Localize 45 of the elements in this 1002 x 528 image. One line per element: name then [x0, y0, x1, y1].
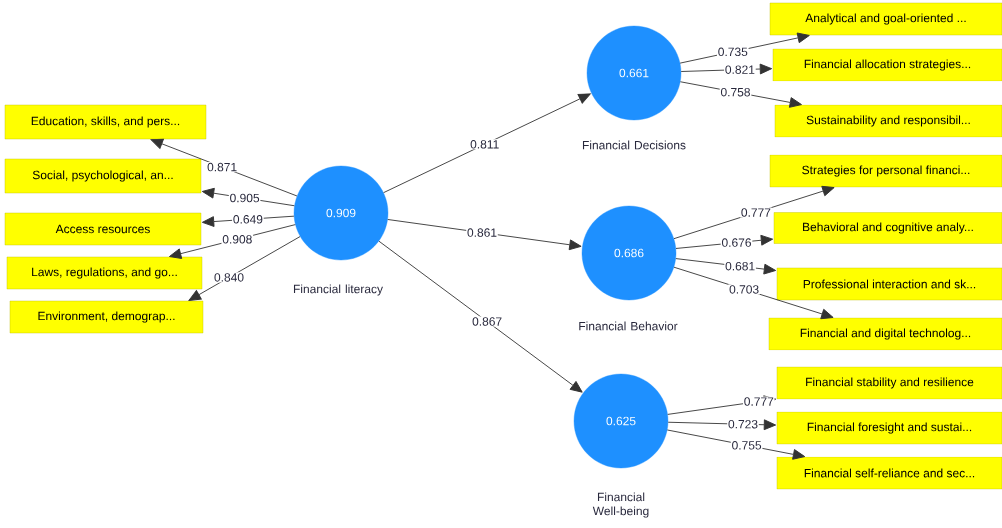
- edge-label: 0.861: [467, 228, 497, 237]
- indicator-box: Laws, regulations, and go...: [6, 256, 203, 290]
- edge-label: 0.735: [718, 47, 748, 57]
- arrow: [673, 266, 834, 320]
- edge-label: 0.676: [721, 238, 751, 247]
- construct-name: Financial Behavior: [579, 321, 678, 331]
- arrow: [387, 219, 582, 251]
- edge-label: 0.821: [725, 65, 755, 74]
- edge-label: 0.758: [720, 87, 750, 97]
- edge-label: 0.703: [729, 285, 759, 294]
- indicator-box: Social, psychological, an...: [4, 158, 202, 194]
- edge-label: 0.649: [233, 215, 263, 224]
- indicator-box: Professional interaction and sk...: [776, 267, 1002, 301]
- indicator-box: Financial allocation strategies...: [772, 48, 1002, 82]
- arrow: [378, 240, 583, 393]
- edge-label: 0.755: [732, 441, 762, 450]
- arrow: [188, 236, 301, 301]
- edge-label: 0.867: [472, 317, 502, 326]
- indicator-box: Financial and digital technolog...: [768, 317, 1002, 351]
- indicator-box: Strategies for personal financi...: [769, 154, 1002, 188]
- construct-name: Financial Decisions: [582, 140, 686, 150]
- arrow: [383, 93, 591, 194]
- edge-label: 0.723: [728, 419, 758, 429]
- indicator-box: Behavioral and cognitive analy...: [773, 212, 1002, 244]
- construct-name: Financial literacy: [293, 284, 383, 296]
- arrow: [679, 81, 802, 108]
- arrow: [666, 429, 806, 460]
- arrow: [150, 138, 298, 197]
- indicator-box: Financial stability and resilience: [776, 366, 1002, 400]
- edge-label: 0.905: [230, 193, 260, 203]
- indicator-box: Analytical and goal-oriented ...: [769, 2, 1002, 36]
- indicator-box: Access resources: [4, 212, 202, 246]
- edge-label: 0.777: [741, 208, 771, 217]
- indicator-box: Sustainability and responsibil...: [774, 104, 1002, 138]
- edge-label: 0.811: [470, 140, 499, 149]
- indicator-box: Education, skills, and pers...: [4, 104, 207, 140]
- edge-label: 0.871: [207, 162, 237, 172]
- edge-label: 0.908: [222, 235, 252, 244]
- indicator-box: Financial foresight and sustai...: [776, 411, 1002, 445]
- indicator-box: Financial self-reliance and sec...: [776, 456, 1002, 490]
- edge-label: 0.681: [725, 261, 755, 271]
- edge-label: 0.777: [744, 397, 774, 406]
- construct-name: Financial Well-being: [592, 492, 649, 518]
- edge-label: 0.840: [214, 273, 244, 282]
- indicator-box: Environment, demograp...: [9, 300, 204, 334]
